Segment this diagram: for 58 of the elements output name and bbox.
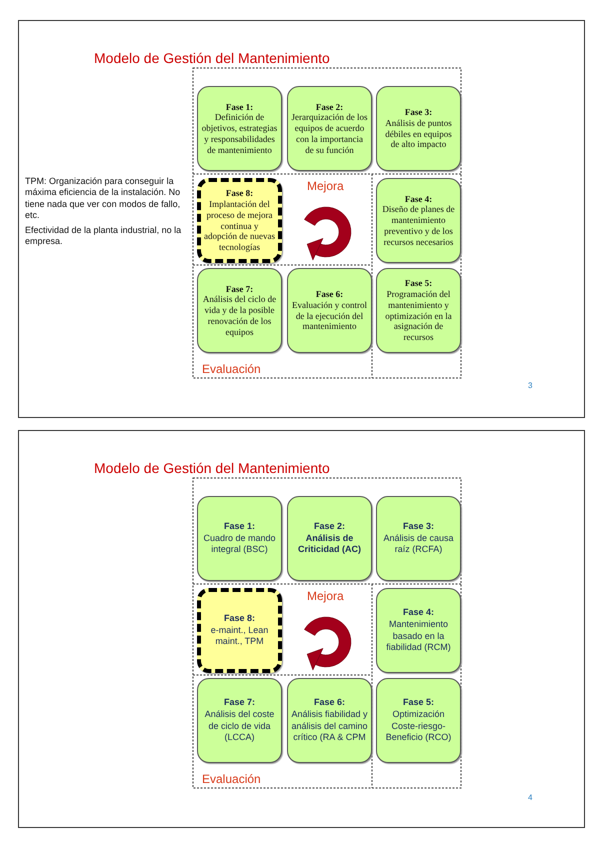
phase-box [197, 178, 282, 263]
page-number: 4 [528, 793, 532, 803]
phase-box [287, 86, 372, 171]
slide-title: Modelo de Gestión del Mantenimiento [94, 50, 330, 68]
phase-box [376, 588, 461, 673]
phase-heading: Fase 5: [402, 697, 434, 709]
cycle-label: Evaluación [202, 772, 261, 787]
phase-heading: Fase 1: [226, 102, 254, 112]
phase-box [376, 86, 461, 171]
phase-box [197, 588, 282, 673]
phase-heading: Fase 4: [404, 194, 432, 204]
phase-heading: Fase 1: [224, 520, 256, 533]
note-text: TPM: Organización para conseguir la máxima eficiencia de la instalación. No tiene nada que ver con modos de fallo, etc. [25, 176, 182, 221]
phase-heading: Fase 5: [404, 278, 432, 289]
phase-box [376, 178, 461, 263]
phase-heading: Fase 2: [316, 102, 344, 112]
phase-description: Análisis del ciclo de vida y de la posible renovación de los equipos [202, 294, 278, 338]
phase-box [287, 678, 372, 763]
phase-description: Programación del mantenimiento y optimización en la asignación de recursos [384, 288, 453, 343]
phase-box [197, 268, 282, 353]
phase-description: Análisis del coste de ciclo de vida (LCCA) [204, 708, 276, 744]
phase-box [287, 496, 372, 581]
phase-description: e-maint., Lean maint., TPM [210, 624, 270, 648]
phase-box [376, 496, 461, 581]
phase-box [376, 678, 461, 763]
phase-box [287, 268, 372, 353]
phase-heading: Fase 7: [226, 284, 254, 294]
note-text: Efectividad de la planta industrial, no la empresa. [25, 225, 182, 248]
phase-heading: Fase 8: [226, 188, 254, 199]
phase-heading: Fase 6: [316, 288, 344, 300]
slide-title: Modelo de Gestión del Mantenimiento [94, 460, 330, 478]
phase-heading: Fase 4: [402, 607, 434, 619]
cycle-label: Mejora [307, 589, 344, 604]
phase-description: Análisis fiabilidad y análisis del camino crítico (RA & CPM [291, 708, 368, 744]
phase-description: Implantación del proceso de mejora continua y adopción de nuevas tecnologías [204, 198, 275, 253]
phase-box [197, 86, 282, 171]
phase-box [376, 268, 461, 353]
phase-heading: Fase 8: [224, 612, 256, 625]
phase-description: Análisis de puntos débiles en equipos de alto impacto [384, 118, 453, 150]
phase-heading: Fase 2: [314, 520, 346, 533]
phase-description: Análisis de Criticidad (AC) [297, 532, 362, 556]
phase-heading: Fase 7: [224, 697, 256, 709]
phase-box [197, 678, 282, 763]
phase-description: Jerarquización de los equipos de acuerdo con la importancia de su función [291, 112, 368, 156]
phase-description: Diseño de planes de mantenimiento preventivo y de los recursos necesarios [381, 204, 456, 248]
phase-description: Mantenimiento basado en la fiabilidad (RCM) [385, 618, 452, 654]
phase-heading: Fase 6: [314, 697, 346, 709]
phase-heading: Fase 3: [404, 106, 432, 118]
phase-description: Evaluación y control de la ejecución del mantenimiento [291, 300, 368, 332]
phase-description: Cuadro de mando integral (BSC) [202, 532, 277, 556]
phase-description: Análisis de causa raíz (RCFA) [382, 532, 455, 556]
cycle-label: Mejora [307, 179, 344, 194]
phase-heading: Fase 3: [402, 520, 434, 533]
cycle-label: Evaluación [202, 362, 261, 377]
phase-description: Definición de objetivos, estrategias y responsabilidades de mantenimiento [201, 112, 278, 156]
phase-description: Optimización Coste-riesgo-Beneficio (RCO) [384, 708, 452, 744]
page-number: 3 [528, 381, 532, 391]
phase-box [197, 496, 282, 581]
